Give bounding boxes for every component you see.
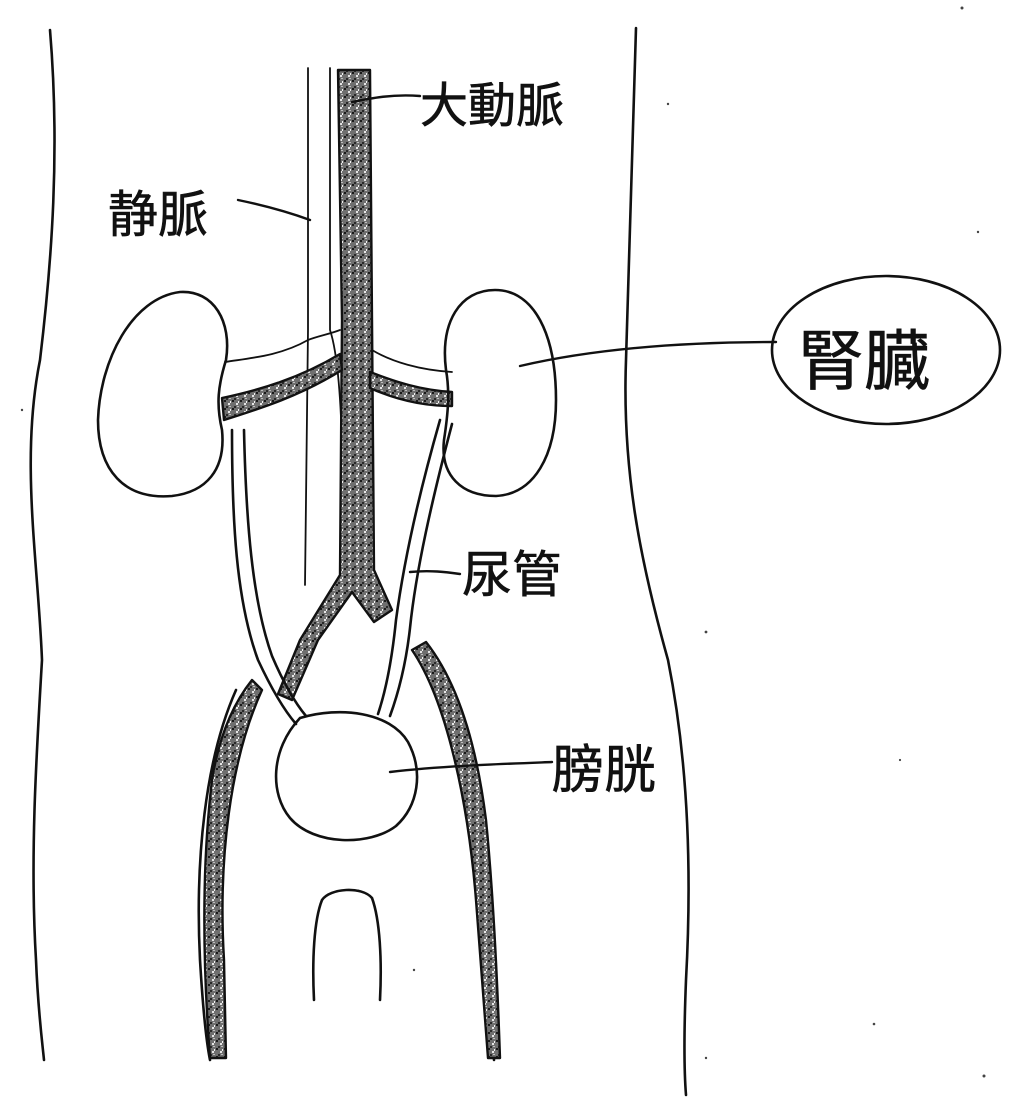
vein-vessel xyxy=(305,68,342,585)
left-renal-vessel xyxy=(222,354,342,420)
right-iliac-artery xyxy=(412,642,500,1058)
left-kidney xyxy=(98,292,227,496)
kidney-label: 腎臓 xyxy=(798,323,930,400)
kidney-leader xyxy=(520,342,776,366)
bladder xyxy=(276,712,417,840)
vein-label: 静脈 xyxy=(108,186,208,244)
left-iliac-artery xyxy=(204,680,262,1058)
vein-leader xyxy=(238,200,310,220)
right-renal-vessel xyxy=(370,372,452,406)
aorta-label: 大動脈 xyxy=(420,78,564,134)
right-kidney xyxy=(444,290,556,496)
bladder-label: 膀胱 xyxy=(552,741,656,801)
paper-specks xyxy=(21,7,986,1078)
ureter-label: 尿管 xyxy=(462,546,562,604)
